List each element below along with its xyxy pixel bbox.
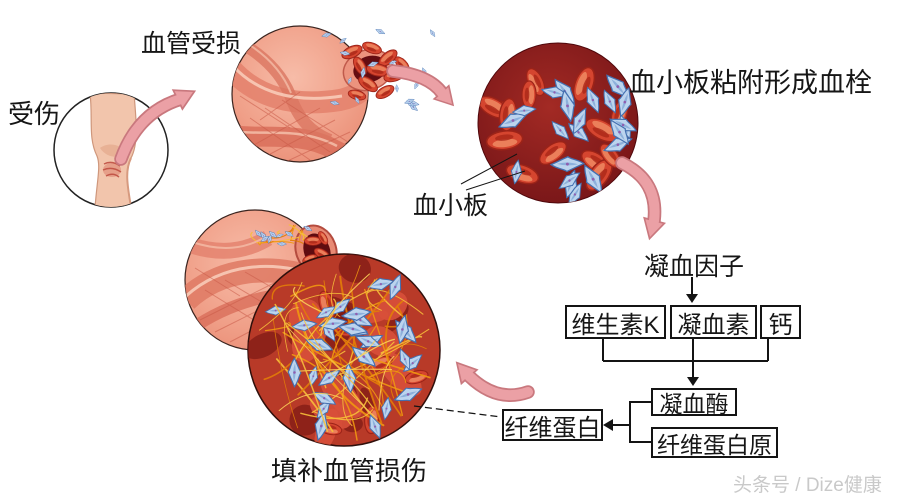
repair-label: 填补血管损伤 [271,456,428,486]
platelet-thrombus-illustration [477,42,639,204]
vessel-damage-label: 血管受损 [141,30,242,58]
thrombin-box: 凝血酶 [651,388,737,417]
vitamin-k-box: 维生素K [565,305,666,339]
calcium-box: 钙 [760,305,801,339]
fibrin-pointer-line [413,405,502,418]
watermark: 头条号 / Dize健康 [733,475,882,496]
left-arrowhead [603,419,613,431]
platelet-adhesion-label: 血小板粘附形成血栓 [629,68,872,98]
injury-label: 受伤 [8,99,61,129]
clotting-factor-label: 凝血因子 [644,253,745,281]
arrow-platelets-to-factor [615,156,666,241]
arrow-fibrin-to-mesh [455,361,535,402]
prothrombin-box: 凝血素 [670,305,757,339]
flow-connectors [413,153,769,443]
vessel-damage-illustration [231,25,437,163]
fibrin-mesh-illustration [247,253,441,447]
arrow-injury-to-vessel [114,89,197,166]
down-arrowhead [686,294,698,303]
merge-arrowhead [687,377,699,386]
arrow-vessel-to-platelets [386,64,455,107]
platelet-label: 血小板 [413,192,489,220]
fibrin-box: 纤维蛋白 [502,409,603,442]
forming-clot-patch [250,223,313,247]
fibrinogen-box: 纤维蛋白原 [651,427,778,458]
platelet-pointer-lines [460,153,526,191]
vessel-tear-spill [321,26,437,113]
